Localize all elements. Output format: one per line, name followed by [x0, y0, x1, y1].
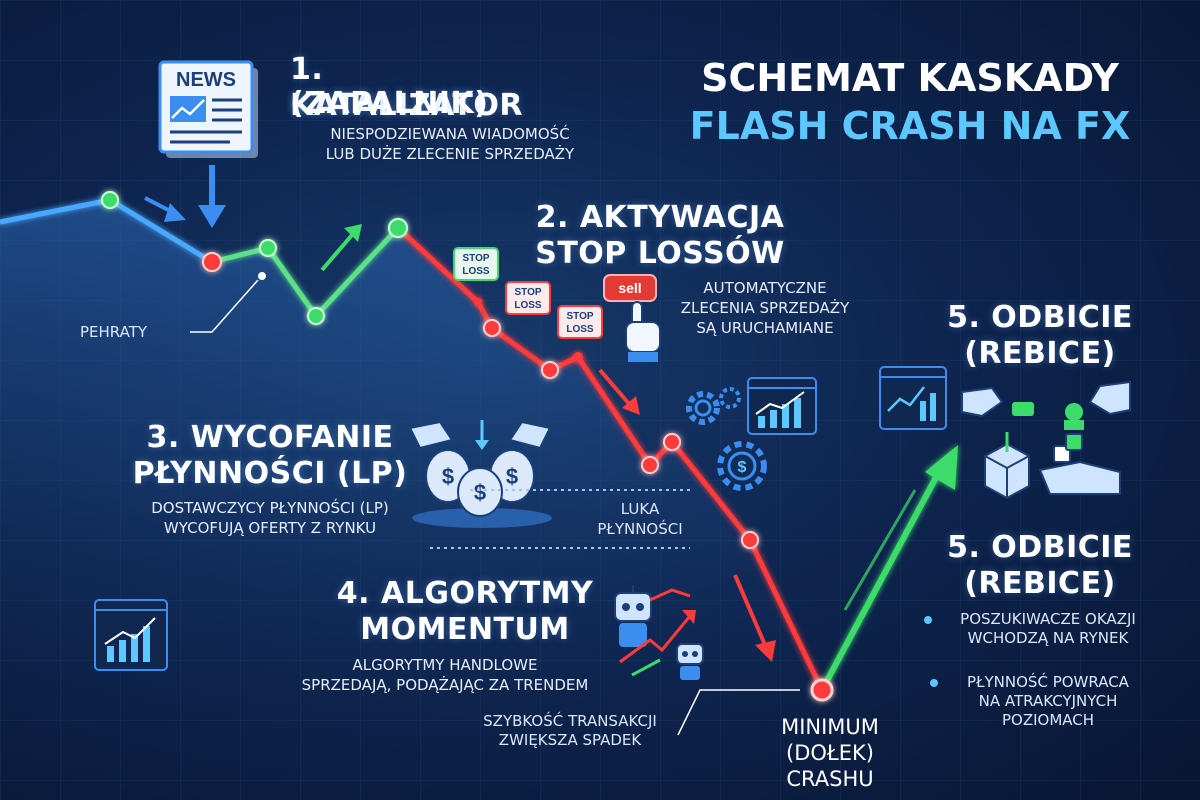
arrow-green-up: [320, 233, 354, 272]
arrow-blue-head: [164, 203, 186, 222]
svg-text:$: $: [738, 459, 747, 476]
step4-speed-2: ZWIĘKSZA SPADEK: [498, 731, 642, 749]
minimum-label-2: (DOŁEK) CRASHU: [786, 741, 874, 791]
point-red: [663, 433, 681, 451]
step2-title-1: 2. AKTYWACJA: [535, 200, 785, 235]
step5b-bullet2-line2: NA ATRAKCYJNYCH: [978, 692, 1118, 710]
step4-title-2: MOMENTUM: [360, 612, 570, 647]
price-line-wave: [211, 226, 400, 320]
rebound-line: [819, 468, 943, 692]
box-icon: [984, 432, 1030, 500]
step5a-title-1: 5. ODBICIE: [947, 300, 1133, 335]
step5b-title-2: (REBICE): [964, 566, 1116, 601]
pehraty-dot: [258, 272, 266, 280]
step5b-bullet1-line1: POSZUKIWACZE OKAZJI: [960, 610, 1136, 628]
point-red: [474, 298, 482, 306]
chart-window-icon: [747, 377, 817, 435]
point-green: [259, 239, 277, 257]
minimum-label-1: MINIMUM: [781, 715, 879, 739]
title-line-2: FLASH CRASH NA FX: [689, 104, 1131, 148]
sell-label: sell: [618, 280, 641, 296]
robot-icon: [676, 643, 704, 680]
point-red: [483, 319, 501, 337]
svg-text:$: $: [442, 464, 454, 489]
step5b-bullet1-line2: WCHODZĄ NA RYNEK: [967, 629, 1129, 647]
stop-loss-tag-icon: STOP LOSS: [505, 281, 551, 315]
gear-icon: [686, 391, 720, 425]
liquidity-gap-2: PŁYNNOŚCI: [597, 520, 683, 538]
step1-title-2: (ZAPALNIK): [290, 86, 489, 121]
point-red: [641, 456, 659, 474]
step5a-title-2: (REBICE): [964, 336, 1116, 371]
arrow-green-up-head: [344, 224, 362, 242]
chart-area-fill: [0, 200, 822, 800]
stop-tag-l1: STOP: [462, 253, 489, 264]
step2-desc-2: ZLECENIA SPRZEDAŻY: [680, 299, 850, 317]
stop-tag-l2: LOSS: [514, 300, 542, 311]
svg-text:$: $: [474, 480, 486, 505]
pehraty-leader: [190, 279, 259, 333]
crash-arrow-1-head: [622, 396, 640, 415]
bullet-dot: [924, 616, 932, 624]
point-green: [388, 218, 408, 238]
step1-desc-1: NIESPODZIEWANA WIADOMOŚĆ: [330, 125, 570, 143]
step2-title-2: STOP LOSSÓW: [535, 236, 785, 271]
step2-desc-3: SĄ URUCHAMIANE: [696, 319, 834, 337]
point-red: [202, 252, 222, 272]
chart-window-icon: [94, 599, 168, 671]
step5b-title-1: 5. ODBICIE: [947, 530, 1133, 565]
point-green: [101, 191, 119, 209]
newspaper-icon: NEWS: [158, 60, 258, 158]
svg-text:$: $: [506, 464, 518, 489]
crash-arrow-2-head: [755, 640, 776, 662]
stop-tag-l1: STOP: [566, 311, 593, 322]
money-bags-icon: $ $ $: [408, 420, 552, 528]
point-red: [573, 352, 583, 362]
minimum-leader: [677, 689, 800, 736]
point-green: [307, 307, 325, 325]
title-line-1: SCHEMAT KASKADY: [701, 56, 1119, 100]
pehraty-label: PEHRATY: [80, 323, 148, 341]
step4-speed-1: SZYBKOŚĆ TRANSAKCJI: [483, 712, 657, 730]
step1-desc-2: LUB DUŻE ZLECENIE SPRZEDAŻY: [325, 145, 575, 163]
step1-title-1: 1. KATALIZATOR: [290, 52, 523, 123]
point-red: [541, 361, 559, 379]
step4-desc-2: SPRZEDAJĄ, PODĄŻAJĄC ZA TRENDEM: [301, 676, 589, 694]
step3-title-2: PŁYNNOŚCI (LP): [132, 456, 408, 491]
chart-up-icon: [619, 588, 696, 677]
step5b-bullet2-line1: PŁYNNOŚĆ POWRACA: [967, 673, 1129, 691]
news-down-arrowhead: [198, 205, 226, 228]
sell-button-icon: sell: [603, 274, 657, 302]
point-red: [741, 531, 759, 549]
step4-desc-1: ALGORYTMY HANDLOWE: [352, 656, 538, 674]
chart-window-icon: [879, 366, 947, 430]
stop-loss-tag-icon: STOP LOSS: [557, 305, 603, 339]
step2-desc-1: AUTOMATYCZNE: [703, 279, 827, 297]
stop-tag-l2: LOSS: [462, 266, 490, 277]
crash-arrow-2: [733, 574, 767, 646]
dollar-gear-icon: $: [717, 441, 767, 491]
crash-arrow-1: [598, 368, 632, 407]
stop-tag-l2: LOSS: [566, 324, 594, 335]
rebound-line-2: [843, 489, 917, 611]
step3-desc-1: DOSTAWCZYCY PŁYNNOŚCI (LP): [151, 499, 389, 517]
robot-icon: [614, 585, 652, 647]
news-badge-text: NEWS: [176, 69, 236, 91]
point-minimum: [810, 678, 834, 702]
hand-coins-icon: [1038, 433, 1121, 495]
step3-desc-2: WYCOFUJĄ OFERTY Z RYNKU: [163, 519, 377, 537]
step3-title-1: 3. WYCOFANIE: [146, 420, 394, 455]
step4-title-1: 4. ALGORYTMY: [336, 576, 594, 611]
bullet-dot: [930, 679, 938, 687]
gear-icon: [719, 387, 741, 409]
stop-loss-tag-icon: STOP LOSS: [453, 247, 499, 281]
handshake-icon: [961, 380, 1131, 430]
chart-points: [101, 191, 834, 702]
step5b-bullet2-line3: POZIOMACH: [1001, 711, 1095, 729]
rebound-arrowhead: [925, 445, 958, 490]
hand-click-icon: [625, 301, 661, 362]
liquidity-gap-1: LUKA: [620, 500, 660, 518]
stop-tag-l1: STOP: [514, 287, 541, 298]
